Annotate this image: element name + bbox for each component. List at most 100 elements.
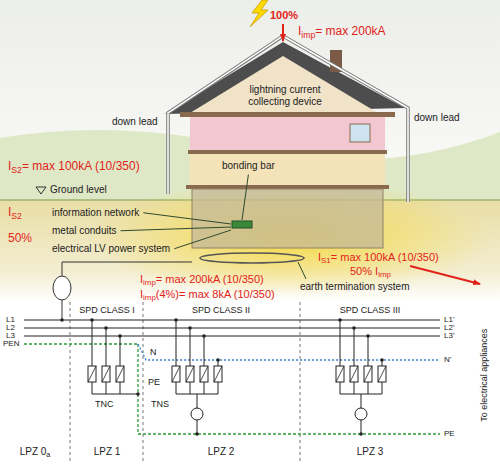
subscript-text: S2 bbox=[11, 211, 22, 221]
part-label: bonding bar bbox=[222, 160, 275, 172]
text-part: I bbox=[140, 288, 143, 300]
zone-name: LPZ 2 bbox=[208, 446, 235, 458]
junction-dot bbox=[195, 432, 199, 436]
lightning-bolt bbox=[250, 0, 268, 27]
current-arrow bbox=[410, 266, 480, 284]
leader-line bbox=[242, 175, 248, 221]
attic bbox=[190, 56, 378, 113]
subscript-text: a bbox=[46, 450, 50, 459]
surge-arrester-symbol bbox=[172, 366, 180, 382]
wire bbox=[106, 328, 107, 366]
part-label: electrical LV power system bbox=[52, 243, 170, 255]
surge-arrester-symbol bbox=[102, 366, 110, 382]
surge-arrester-symbol bbox=[88, 366, 96, 382]
junction-dot bbox=[188, 326, 192, 330]
text-part: = max 100kA (10/350) bbox=[331, 251, 439, 263]
spd-wiring bbox=[92, 320, 382, 434]
wire bbox=[340, 320, 341, 366]
line-name: L2' bbox=[444, 323, 454, 332]
zone-heading: SPD CLASS III bbox=[340, 305, 401, 315]
phase-line bbox=[24, 320, 440, 321]
floor-slab bbox=[188, 150, 387, 154]
text-part: (4%)= max 8kA (10/350) bbox=[156, 288, 275, 300]
leader-line bbox=[120, 227, 231, 231]
current-label: Iimp= max 200kA bbox=[298, 25, 386, 39]
surge-arrester-symbol bbox=[336, 366, 344, 382]
wire bbox=[176, 382, 177, 394]
zone-heading: SPD CLASS I bbox=[79, 305, 135, 315]
current-arrow bbox=[282, 24, 284, 41]
wire bbox=[176, 320, 177, 366]
text-part: I bbox=[318, 251, 321, 263]
part-label: metal conduits bbox=[52, 225, 116, 237]
system-name: TNC bbox=[95, 399, 114, 409]
percent-label: 50% bbox=[8, 232, 32, 246]
text-part: = max 100kA (10/350) bbox=[22, 159, 140, 173]
current-label: IS2= max 100kA (10/350) bbox=[8, 160, 140, 174]
subscript-text: imp bbox=[301, 30, 315, 40]
text-part: 50% I bbox=[350, 265, 378, 277]
surge-arrester-symbol bbox=[378, 366, 386, 382]
supply-cable bbox=[62, 262, 192, 263]
text-part: I bbox=[8, 159, 11, 173]
subscript-text: S1 bbox=[321, 256, 331, 265]
wire bbox=[92, 320, 93, 366]
current-label: IS1= max 100kA (10/350) bbox=[318, 251, 439, 264]
junction-dot bbox=[136, 392, 140, 396]
percent-label: 100% bbox=[270, 9, 298, 22]
junction-dot bbox=[380, 358, 384, 362]
line-name: N' bbox=[444, 355, 451, 364]
wire bbox=[92, 382, 93, 394]
part-label: lightning current collecting device bbox=[239, 84, 331, 107]
floor-slab bbox=[180, 112, 395, 117]
wire bbox=[218, 382, 219, 394]
pe-line bbox=[138, 344, 440, 434]
zone-heading: SPD CLASS II bbox=[192, 305, 250, 315]
zone-divider bbox=[70, 302, 71, 462]
wire bbox=[382, 382, 383, 394]
surge-arrester-symbol bbox=[116, 366, 124, 382]
line-name: L2 bbox=[6, 323, 15, 332]
zone-name: LPZ 0a bbox=[20, 446, 51, 458]
wire bbox=[92, 394, 138, 395]
neutral-line bbox=[138, 344, 440, 360]
wire bbox=[120, 382, 121, 394]
basement bbox=[192, 189, 383, 248]
current-label: IS2 bbox=[8, 206, 22, 220]
wire bbox=[368, 336, 369, 366]
down-lead bbox=[168, 36, 408, 202]
part-label: Ground level bbox=[50, 184, 107, 196]
line-name: L3' bbox=[444, 331, 454, 340]
subscript-text: imp bbox=[143, 278, 156, 287]
system-name: TNS bbox=[151, 399, 169, 409]
junction-dot bbox=[202, 334, 206, 338]
line-name: L1' bbox=[444, 315, 454, 324]
surge-arrester-symbol bbox=[364, 366, 372, 382]
zone-name: LPZ 3 bbox=[357, 446, 384, 458]
junction-dot bbox=[359, 432, 363, 436]
junction-dot bbox=[60, 318, 64, 322]
spark-gap-symbol bbox=[355, 408, 367, 420]
line-name: N bbox=[150, 347, 157, 357]
side-note: To electrical appliances bbox=[480, 328, 490, 421]
junction-dot bbox=[338, 318, 342, 322]
current-label: 50% Iimp bbox=[350, 265, 391, 278]
part-label: down lead bbox=[414, 112, 460, 124]
wire bbox=[340, 382, 341, 394]
junction-dot bbox=[174, 318, 178, 322]
leader-line bbox=[174, 230, 231, 249]
surge-arrester-symbol bbox=[200, 366, 208, 382]
current-label: Iimp= max 200kA (10/350) bbox=[140, 273, 264, 286]
current-glow bbox=[90, 180, 490, 296]
wire bbox=[120, 336, 121, 366]
line-name: L3 bbox=[6, 331, 15, 340]
surge-arrester-symbol bbox=[350, 366, 358, 382]
text-part: = max 200kA bbox=[315, 24, 385, 38]
ground-symbol bbox=[36, 187, 46, 194]
junction-dot bbox=[352, 326, 356, 330]
part-label: information network bbox=[52, 207, 139, 219]
line-name: PE bbox=[444, 429, 455, 438]
part-label: earth termination system bbox=[300, 281, 410, 293]
earth-ring bbox=[200, 253, 304, 263]
